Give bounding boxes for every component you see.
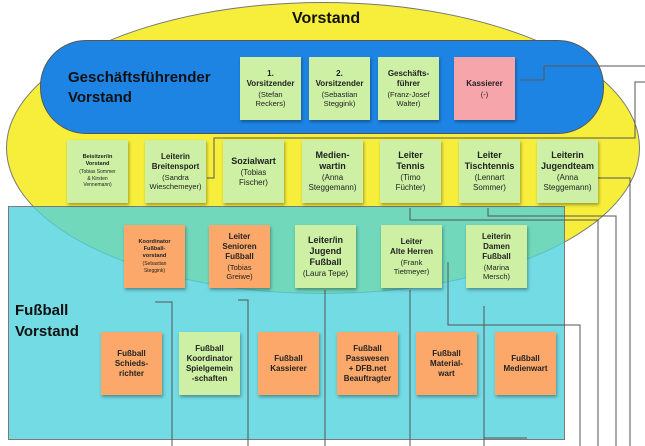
overlap-notes-2: Leiter/in Jugend Fußball(Laura Tepe) <box>295 225 356 288</box>
note-title: Leiterin Jugendteam <box>540 150 594 171</box>
note-subtitle: (Anna Steggemann) <box>543 173 592 192</box>
note-title: Medien- wartin <box>315 150 350 171</box>
fussball-notes-0: Fußball Schieds- richter <box>101 332 162 395</box>
fussball-notes-4: Fußball Material- wart <box>416 332 477 395</box>
note-subtitle: (Marina Mersch) <box>482 263 511 281</box>
note-subtitle: (Frank Tietmeyer) <box>393 258 430 276</box>
note-title: Fußball Kassierer <box>270 353 307 373</box>
fussball-notes-1: Fußball Koordinator Spielgemein -schafte… <box>179 332 240 395</box>
note-subtitle: (-) <box>480 89 489 99</box>
vorstand-title: Vorstand <box>292 10 361 27</box>
vorstand-notes-1: Leiterin Breitensport (Sandra Wieschemeye… <box>145 140 206 203</box>
note-title: Fußball Koordinator Spielgemein -schafte… <box>185 343 234 383</box>
note-title: 2. Vorsitzender <box>315 69 364 88</box>
note-title: 1. Vorsitzender <box>246 69 295 88</box>
note-title: Sozialwart <box>231 155 276 166</box>
fussball-notes-2: Fußball Kassierer <box>258 332 319 395</box>
connector-jugendteam <box>598 177 631 446</box>
note-title: Koordinator Fußball- vorstand <box>138 239 171 259</box>
note-title: Leiter Tennis <box>396 150 425 171</box>
note-title: Leiter Tischtennis <box>464 150 515 171</box>
geschaeftsfuehrender-vorstand-label: Geschäftsführender Vorstand <box>68 69 211 106</box>
vorstand-notes-0: Beisitzer/in Vorstand(Tobias Sommer & Ki… <box>67 140 128 203</box>
note-title: Leiterin Damen Fußball <box>482 232 511 261</box>
note-subtitle: (Sebastian Steggink) <box>321 90 358 108</box>
note-title: Leiter Senioren Fußball <box>222 232 257 261</box>
note-subtitle: (Sandra Wieschemeyer) <box>149 173 202 191</box>
note-subtitle: (Stefan Reckers) <box>255 90 286 108</box>
overlap-notes-3: Leiter Alte Herren (Frank Tietmeyer) <box>381 225 442 288</box>
note-subtitle: (Tobias Sommer & Kirsten Vennemann) <box>79 169 116 189</box>
note-title: Leiterin Breitensport <box>151 152 200 171</box>
note-subtitle: (Tobias Fischer) <box>239 167 268 187</box>
note-subtitle: (Tobias Greiwe) <box>226 263 253 281</box>
gf-notes-0: 1. Vorsitzender (Stefan Reckers) <box>240 57 301 120</box>
note-subtitle: (Lennart Sommer) <box>473 173 506 192</box>
note-title: Geschäfts- führer <box>387 69 430 88</box>
vorstand-notes-2: Sozialwart(Tobias Fischer) <box>223 140 284 203</box>
vorstand-notes-5: Leiter Tischtennis (Lennart Sommer) <box>459 140 520 203</box>
vorstand-notes-6: Leiterin Jugendteam (Anna Steggemann) <box>537 140 598 203</box>
fussball-vorstand-label: Fußball Vorstand <box>15 302 79 340</box>
note-subtitle: (Sebastian Steggink) <box>142 261 167 274</box>
note-title: Fußball Schieds- richter <box>114 348 149 378</box>
note-title: Fußball Passwesen + DFB.net Beauftragter <box>343 343 392 383</box>
fussball-notes-5: Fußball Medienwart <box>495 332 556 395</box>
vorstand-notes-4: Leiter Tennis (Timo Füchter) <box>380 140 441 203</box>
overlap-notes-4: Leiterin Damen Fußball (Marina Mersch) <box>466 225 527 288</box>
fussball-notes-3: Fußball Passwesen + DFB.net Beauftragter <box>337 332 398 395</box>
note-title: Fußball Material- wart <box>430 348 463 378</box>
vorstand-notes-3: Medien- wartin (Anna Steggemann) <box>302 140 363 203</box>
gf-notes-1: 2. Vorsitzender (Sebastian Steggink) <box>309 57 370 120</box>
overlap-notes-1: Leiter Senioren Fußball (Tobias Greiwe) <box>209 225 270 288</box>
gf-notes-3: Kassierer(-) <box>454 57 515 120</box>
gf-notes-2: Geschäfts- führer (Franz-Josef Walter) <box>378 57 439 120</box>
note-title: Kassierer <box>466 78 503 88</box>
note-subtitle: (Laura Tepe) <box>302 268 349 278</box>
note-title: Beisitzer/in Vorstand <box>82 154 113 168</box>
overlap-notes-0: Koordinator Fußball- vorstand (Sebastian … <box>124 225 185 288</box>
note-title: Leiter/in Jugend Fußball <box>307 234 343 267</box>
note-subtitle: (Franz-Josef Walter) <box>387 90 430 108</box>
note-title: Leiter Alte Herren <box>389 237 434 256</box>
note-subtitle: (Timo Füchter) <box>395 173 426 192</box>
note-subtitle: (Anna Steggemann) <box>308 173 357 192</box>
note-title: Fußball Medienwart <box>503 353 548 373</box>
